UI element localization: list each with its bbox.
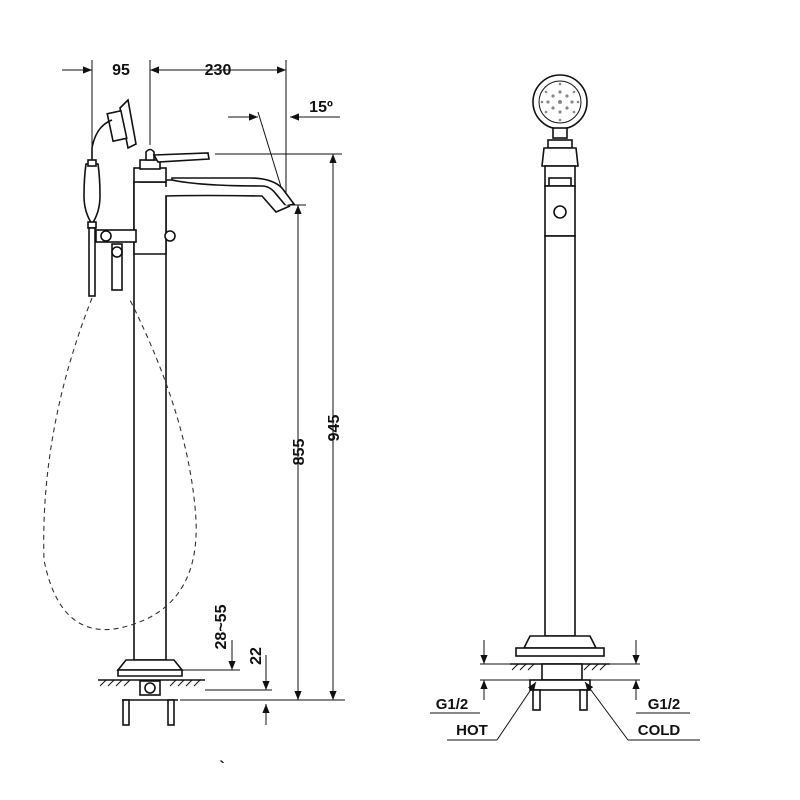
dim-angle-label: 15º	[309, 99, 333, 116]
hand-shower	[83, 98, 137, 297]
shower-head	[532, 74, 588, 139]
cold-label: COLD	[638, 722, 681, 739]
dim-855-label: 855	[291, 439, 308, 466]
side-view: 95 230 15º	[43, 60, 345, 776]
dim-945-label: 945	[326, 415, 343, 442]
cold-connection-callout: G1/2 COLD	[584, 681, 700, 741]
dim-95-label: 95	[112, 62, 130, 79]
dim-855: 855	[288, 204, 308, 700]
dim-28-55-label: 28~55	[213, 604, 230, 649]
top-dimension-chain: 95 230	[62, 60, 287, 195]
stray-mark: `	[219, 759, 224, 776]
floor-hatching-side	[98, 679, 205, 687]
hot-connection-callout: G1/2 HOT	[430, 681, 537, 741]
hot-thread-label: G1/2	[436, 696, 469, 713]
front-connectors	[529, 663, 591, 711]
front-column	[515, 139, 605, 657]
cold-thread-label: G1/2	[648, 696, 681, 713]
dim-28-55: 28~55	[180, 604, 240, 671]
dim-22-label: 22	[248, 647, 265, 665]
front-view: G1/2 HOT G1/2 COLD	[430, 74, 700, 741]
dim-22: 22	[205, 647, 272, 725]
dim-230-label: 230	[205, 62, 232, 79]
dim-945: 945	[215, 153, 343, 700]
hot-label: HOT	[456, 722, 488, 739]
angle-dimension: 15º	[228, 99, 340, 191]
shower-hose	[43, 297, 197, 630]
faucet-column	[116, 148, 296, 726]
